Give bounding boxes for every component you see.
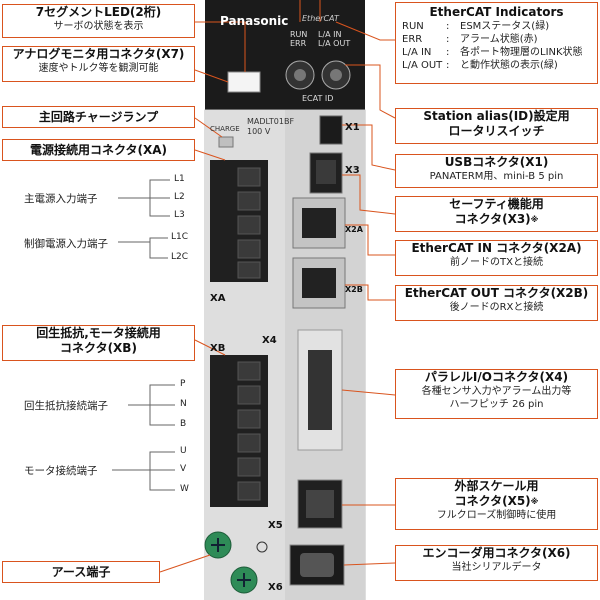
indicator-row-err: ERR:アラーム状態(赤) [402, 34, 538, 45]
callout-safety-connector: セーフティ機能用 コネクタ(X3)※ [395, 196, 598, 232]
brand-logo: Panasonic [220, 14, 289, 28]
callout-parallel-io: パラレルI/Oコネクタ(X4) 各種センサ入力やアラーム出力等 ハーフピッチ 2… [395, 369, 598, 419]
indicator-row-la-out: L/A OUT:と動作状態の表示(緑) [402, 60, 558, 71]
port-x5: X5 [268, 520, 283, 531]
term-n: N [180, 399, 187, 409]
port-xa: XA [210, 293, 226, 304]
model-label: MADLT01BF [247, 117, 295, 126]
callout-ethercat-indicators: EtherCAT Indicators RUN:ESMステータス(緑) ERR:… [395, 2, 598, 84]
term-l1c: L1C [171, 232, 189, 242]
term-l1: L1 [174, 174, 185, 184]
scale-connector-inner [306, 490, 334, 518]
ethercat-logo: EtherCAT [302, 14, 339, 23]
label-main-power: 主電源入力端子 [24, 193, 98, 205]
label-regen-terminal: 回生抵抗接続端子 [24, 400, 108, 412]
ground-symbol [256, 541, 268, 553]
charge-label: CHARGE [210, 125, 240, 133]
port-x3: X3 [345, 165, 360, 176]
port-x1: X1 [345, 122, 360, 133]
callout-power-connector: 電源接続用コネクタ(XA) [2, 139, 195, 161]
port-x2b: X2B [345, 285, 363, 294]
led-label-la-out: L/A OUT [318, 39, 351, 48]
term-v: V [180, 464, 187, 474]
callout-ethercat-in: EtherCAT IN コネクタ(X2A) 前ノードのTXと接続 [395, 240, 598, 276]
earth-screw-1 [211, 538, 225, 552]
port-x2a: X2A [345, 225, 363, 234]
term-l2c: L2C [171, 252, 189, 262]
port-x4: X4 [262, 335, 277, 346]
callout-seven-seg-led: 7セグメントLED(2桁) サーボの状態を表示 [2, 4, 195, 38]
parallel-io-socket [308, 350, 332, 430]
term-l2: L2 [174, 192, 185, 202]
port-xb: XB [210, 343, 226, 354]
indicator-row-la-in: L/A IN:各ポート物理層のLINK状態 [402, 47, 583, 58]
callout-earth-terminal: アース端子 [2, 561, 160, 583]
term-w: W [180, 484, 189, 494]
seven-seg-led [227, 71, 261, 93]
callout-charge-lamp: 主回路チャージランプ [2, 106, 195, 128]
label-ctrl-power: 制御電源入力端子 [24, 238, 108, 250]
safety-note-mark: ※ [530, 215, 539, 224]
callout-ethercat-out: EtherCAT OUT コネクタ(X2B) 後ノードのRXと接続 [395, 285, 598, 321]
safety-connector-inner [316, 160, 336, 184]
led-label-la-in: L/A IN [318, 30, 342, 39]
led-label-err: ERR [290, 39, 307, 48]
callout-station-alias: Station alias(ID)設定用 ロータリスイッチ [395, 108, 598, 144]
rj45-x2a-port [302, 208, 336, 238]
callout-analog-monitor: アナログモニタ用コネクタ(X7) 速度やトルク等を観測可能 [2, 46, 195, 82]
ecat-id-label: ECAT ID [302, 94, 334, 103]
usb-connector [319, 115, 343, 145]
led-label-run: RUN [290, 30, 308, 39]
rotary-switch-1-knob [294, 69, 306, 81]
term-b: B [180, 419, 187, 429]
term-p: P [180, 379, 186, 389]
callout-usb-connector: USBコネクタ(X1) PANATERM用、mini-B 5 pin [395, 154, 598, 188]
voltage-label: 100 V [247, 127, 271, 136]
callout-encoder-connector: エンコーダ用コネクタ(X6) 当社シリアルデータ [395, 545, 598, 581]
leader-lines [159, 0, 396, 573]
rotary-switch-2-knob [330, 69, 342, 81]
port-x6: X6 [268, 582, 283, 593]
indicator-row-run: RUN:ESMステータス(緑) [402, 21, 550, 32]
xb-pins [237, 361, 261, 501]
callout-regen-motor-connector: 回生抵抗,モータ接続用 コネクタ(XB) [2, 325, 195, 361]
term-l3: L3 [174, 210, 185, 220]
label-motor-terminal: モータ接続端子 [24, 465, 98, 477]
earth-screw-2 [237, 573, 251, 587]
callout-external-scale: 外部スケール用 コネクタ(X5)※ フルクローズ制御時に使用 [395, 478, 598, 530]
xa-pins [237, 167, 261, 279]
encoder-connector-inner [300, 553, 334, 577]
term-u: U [180, 446, 187, 456]
rj45-x2b-port [302, 268, 336, 298]
charge-lamp [218, 136, 234, 148]
terminal-lines [112, 179, 175, 491]
scale-note-mark: ※ [530, 497, 539, 506]
